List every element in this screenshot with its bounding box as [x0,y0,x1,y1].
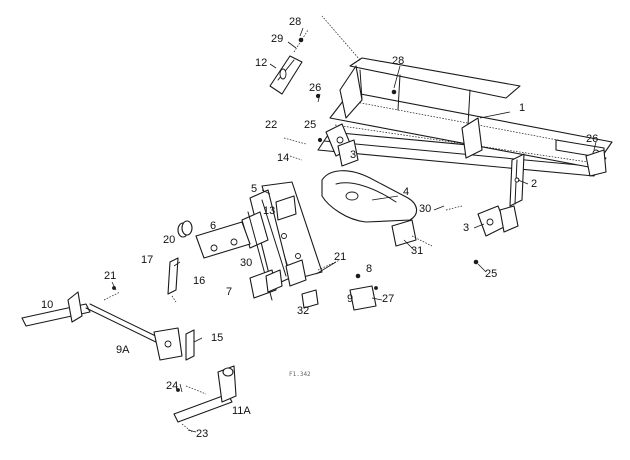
lower-block-part [249,259,307,299]
main-frame-part [317,15,613,177]
lower-bar-part [173,365,237,433]
callout-3-upper: 3 [350,149,357,161]
callout-26-right: 26 [586,133,599,145]
callout-9a: 9A [116,344,130,356]
callout-22: 22 [265,119,278,131]
callout-31: 31 [411,245,424,257]
vertical-bracket-part [509,153,525,207]
callout-28-top: 28 [289,16,302,28]
callout-15: 15 [211,332,224,344]
callout-30-mid: 30 [240,257,253,269]
callout-32: 32 [297,305,310,317]
callout-26-upper: 26 [309,82,322,94]
figure-reference: F1.342 [289,371,311,378]
curved-arm-part [321,170,433,247]
callout-21-mid: 21 [334,251,347,263]
callout-6: 6 [210,220,217,232]
long-rod-part [21,291,183,361]
callout-10: 10 [41,299,54,311]
callout-25-right: 25 [485,268,498,280]
callout-16: 16 [193,275,206,287]
callout-1: 1 [519,102,526,114]
callout-23: 23 [196,428,209,440]
callout-21-left: 21 [104,270,117,282]
callout-30-right: 30 [419,203,432,215]
small-bracket-part [185,329,195,361]
callout-24: 24 [166,380,179,392]
bushing-part [177,220,193,238]
callout-8: 8 [366,263,373,275]
upright-frame-assembly-part [195,181,323,301]
callout-14: 14 [277,152,290,164]
callout-9: 9 [347,293,354,305]
callout-17: 17 [141,254,154,266]
callout-7: 7 [226,286,233,298]
callout-27: 27 [382,293,395,305]
callout-2: 2 [531,178,538,190]
callout-20: 20 [163,234,176,246]
callout-25-upper: 25 [304,119,317,131]
callout-11a: 11A [232,405,251,417]
link-pin-part [167,257,179,303]
callout-13: 13 [263,205,276,217]
clamp-block-right-part [477,205,519,237]
callout-3-right: 3 [463,222,470,234]
callout-12: 12 [255,57,268,69]
leader-lines [111,27,597,433]
callout-4: 4 [403,186,410,198]
clamp-block-upper-part [325,123,359,167]
callout-29: 29 [271,33,284,45]
small-clamp-part [269,29,309,95]
callout-28-right: 28 [392,55,405,67]
callout-5: 5 [251,183,258,195]
